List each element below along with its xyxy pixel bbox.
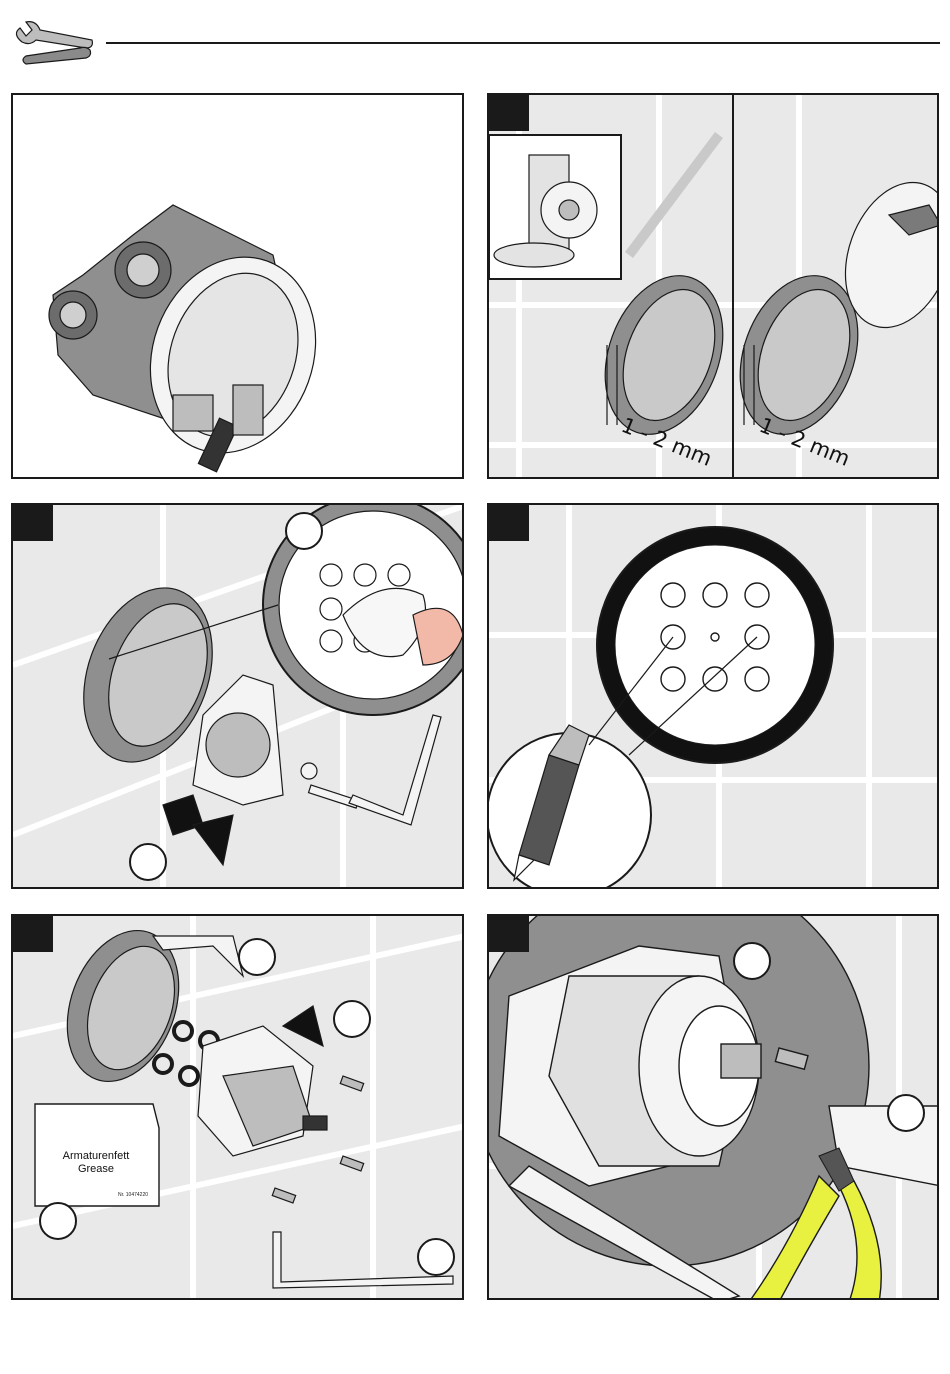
step-marker-5 (489, 916, 529, 952)
rough-in-valve-illustration (13, 95, 464, 479)
step-marker-1 (489, 95, 529, 131)
callout-circle-c (39, 1202, 77, 1240)
panel-step-3 (487, 503, 939, 889)
grease-label-de: Armaturenfett (36, 1150, 156, 1163)
grease-label-en: Grease (36, 1163, 156, 1176)
header-rule (106, 42, 940, 44)
callout-circle-a (238, 938, 276, 976)
panel-step-5 (487, 914, 939, 1300)
callout-circle-d (417, 1238, 455, 1276)
wall-tile-background (489, 916, 939, 1300)
panel-step-1: 1 - 2 mm 1 - 2 mm (487, 93, 939, 479)
tools-icon (6, 8, 106, 78)
callout-circle-b (129, 843, 167, 881)
panel-overview (11, 93, 464, 479)
callout-circle-a (733, 942, 771, 980)
wall-tile-background (13, 916, 464, 1300)
wall-tile-background (489, 505, 939, 889)
callout-circle-a (285, 512, 323, 550)
panel-step-2 (11, 503, 464, 889)
step-marker-4 (13, 916, 53, 952)
step-marker-3 (489, 505, 529, 541)
header (0, 0, 950, 80)
grease-article-number: Nr. 10474220 (118, 1192, 148, 1198)
wall-tile-background (489, 95, 939, 479)
callout-circle-b (333, 1000, 371, 1038)
panel-step-4 (11, 914, 464, 1300)
wall-tile-background (13, 505, 464, 889)
callout-circle-b (887, 1094, 925, 1132)
grease-label: Armaturenfett Grease (36, 1150, 156, 1176)
step-marker-2 (13, 505, 53, 541)
